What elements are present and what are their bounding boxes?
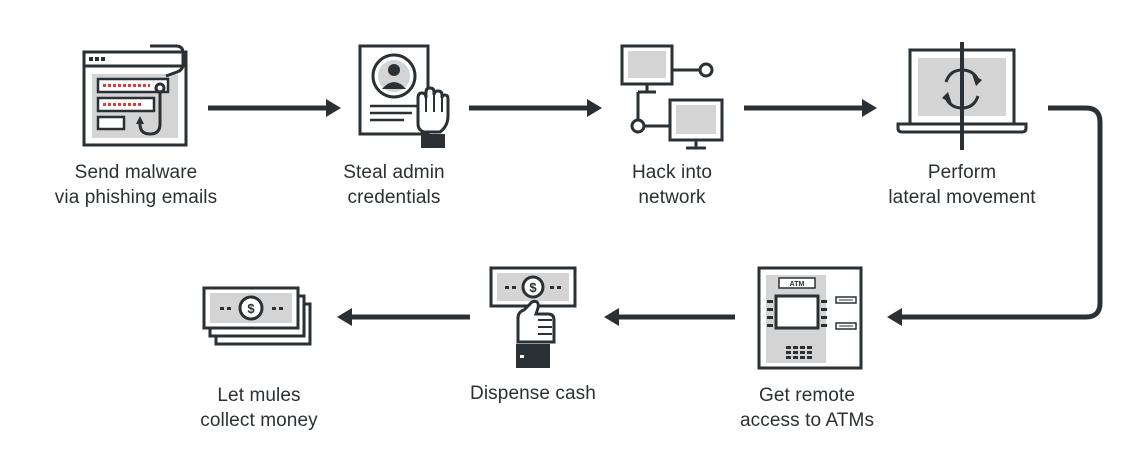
step-1-label: Send malware via phishing emails (6, 160, 266, 210)
step-6-line-1: Dispense cash (470, 383, 596, 404)
atm-machine-icon: ATM (757, 266, 863, 370)
step-2-line-1: Steal admin (343, 162, 445, 183)
arrow-step5-to-step6 (604, 308, 735, 326)
step-5-line-1: Get remote (758, 385, 856, 406)
arrow-step2-to-step3 (469, 99, 602, 117)
money-stack-dollar-sign: $ (247, 301, 255, 316)
step-2-line-2: credentials (347, 187, 441, 208)
arrow-step3-to-step4 (744, 99, 877, 117)
network-computers-icon (620, 44, 724, 150)
atm-keypad (786, 346, 812, 359)
step-5-line-2: access to ATMs (739, 410, 875, 431)
arrow-step1-to-step2 (208, 99, 341, 117)
money-stack-icon: $ (202, 286, 312, 346)
step-3-line-2: network (638, 187, 706, 208)
step-4-line-1: Perform (927, 162, 997, 183)
step-5-label: Get remote access to ATMs (677, 383, 937, 433)
step-7-line-2: collect money (200, 410, 318, 431)
step-2-label: Steal admin credentials (264, 160, 524, 210)
atm-screen-label: ATM (790, 281, 805, 288)
step-7-label: Let mules collect money (129, 383, 389, 433)
flow-arrows (208, 99, 1103, 326)
step-4-line-2: lateral movement (888, 187, 1036, 208)
step-1-line-1: Send malware (74, 162, 198, 183)
step-1-line-2: via phishing emails (54, 187, 218, 208)
arrow-step4-to-step5-elbow (887, 105, 1103, 326)
step-6-label: Dispense cash (403, 381, 663, 406)
banknote-dollar-sign: $ (529, 280, 537, 295)
step-3-line-1: Hack into (631, 162, 713, 183)
phishing-email-icon (82, 44, 188, 147)
arrow-step6-to-step7 (337, 308, 470, 326)
step-4-label: Perform lateral movement (832, 160, 1092, 210)
hand-banknote-icon: $ (489, 266, 577, 368)
step-3-label: Hack into network (542, 160, 802, 210)
laptops-sync-icon (896, 42, 1028, 150)
id-card-hand-icon (358, 44, 450, 148)
step-7-line-1: Let mules (217, 385, 301, 406)
